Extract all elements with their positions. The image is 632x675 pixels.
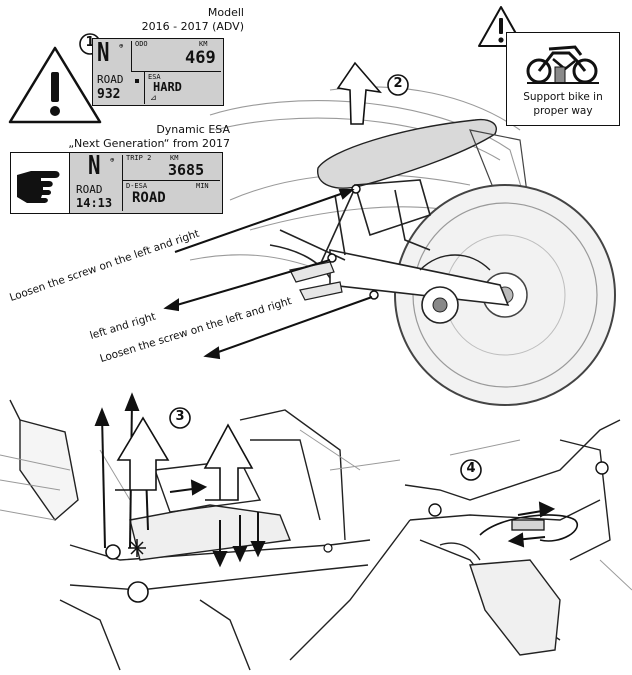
lift-arrow-icon — [115, 416, 170, 491]
model-label: Modell — [207, 6, 244, 19]
odo-icon: ⊕ — [119, 42, 124, 50]
desa-unit: MIN — [196, 182, 209, 190]
esa-title: Dynamic ESA — [156, 123, 230, 136]
lcd-display-2017: N ⊕ TRIP 2 KM 3685 ROAD 14:13 D-ESA MIN … — [69, 151, 223, 214]
trip-unit: KM — [170, 154, 179, 162]
riding-mode: ROAD — [97, 73, 124, 86]
lcd-display-2016: N ⊕ ODO KM 469 ROAD 932 ESA HARD ⊿ — [92, 38, 224, 106]
esa-label: ESA — [148, 73, 161, 81]
clock: 14:13 — [76, 196, 113, 210]
trip-value: 3685 — [168, 161, 205, 179]
warning-triangle-icon — [8, 46, 102, 124]
connector-icon — [511, 519, 545, 531]
lift-arrow-icon — [203, 423, 254, 501]
trip-label: TRIP 2 — [126, 154, 152, 162]
odo-unit: KM — [199, 40, 208, 48]
step-2-number: 2 — [393, 76, 403, 91]
odo-value: 469 — [185, 48, 216, 68]
model-years: 2016 - 2017 (ADV) — [141, 20, 244, 33]
trip-icon: ⊕ — [110, 156, 115, 164]
hand-box — [10, 152, 70, 214]
desa-label: D-ESA — [126, 182, 148, 190]
gear-indicator: N — [97, 38, 110, 68]
support-bike-box: Support bike in proper way — [506, 32, 620, 126]
rider-icon: ⊿ — [150, 93, 157, 102]
lift-arrow-icon — [336, 61, 382, 125]
esa-value: HARD — [153, 80, 182, 94]
step-4-number: 4 — [466, 461, 476, 476]
esa-subtitle: „Next Generation“ from 2017 — [68, 137, 230, 150]
odo-label: ODO — [135, 40, 148, 48]
motorcycle-stand-icon — [526, 45, 599, 84]
gear-indicator: N — [88, 151, 101, 181]
support-text-line1: Support bike in — [523, 91, 603, 103]
pointing-hand-icon — [17, 171, 60, 203]
riding-mode: ROAD — [76, 183, 103, 196]
lcd1-value2: 932 — [97, 87, 121, 102]
step-1-number: 1 — [85, 35, 95, 50]
support-text-line2: proper way — [533, 105, 593, 117]
desa-value: ROAD — [132, 190, 166, 206]
step-3-number: 3 — [175, 409, 185, 424]
